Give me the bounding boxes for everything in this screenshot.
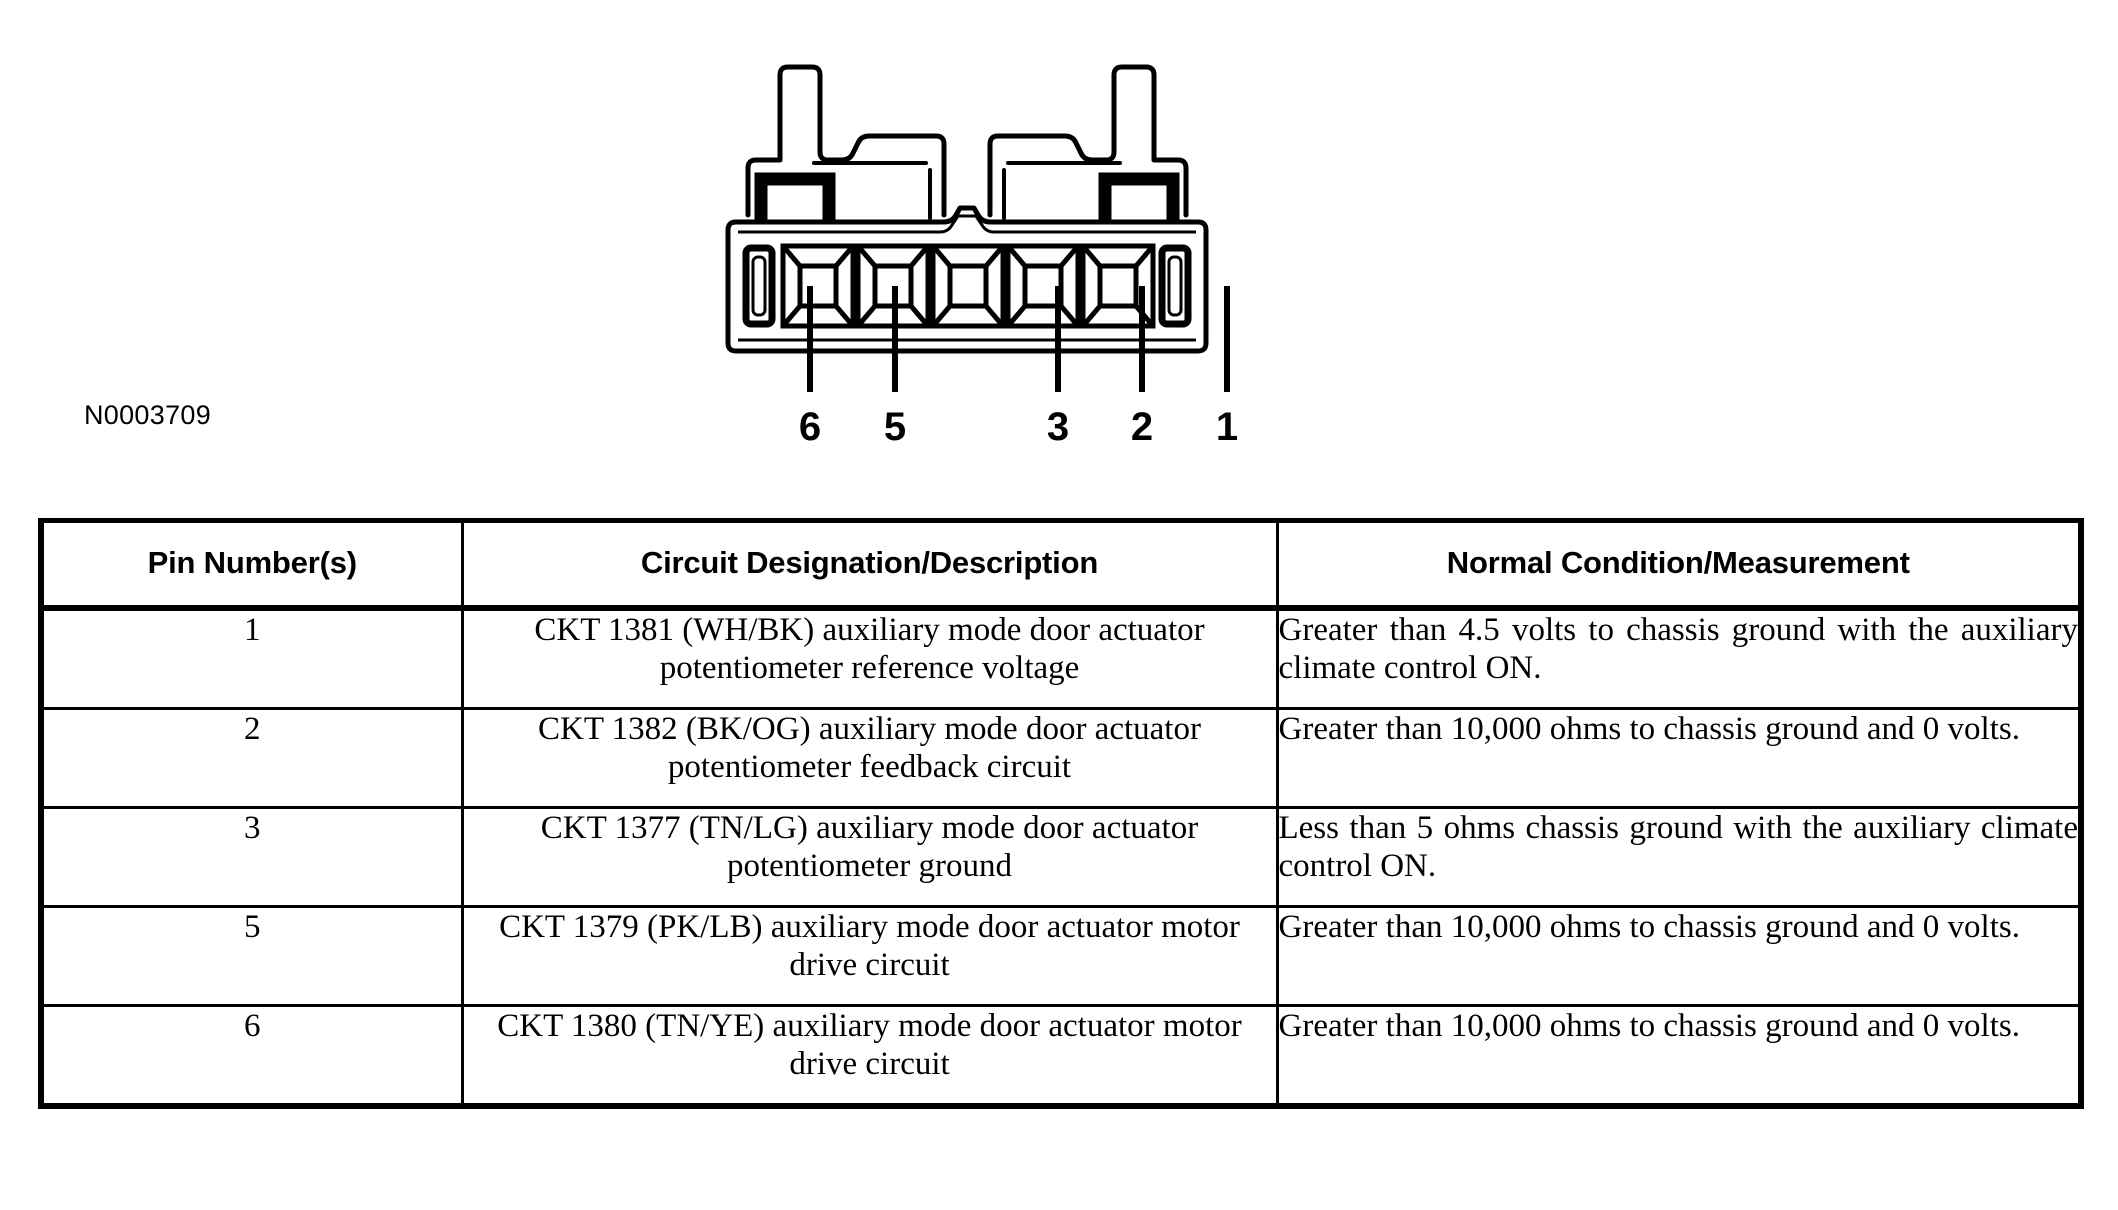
cell-pin-number: 1	[38, 606, 464, 710]
cell-pin-number: 6	[38, 1004, 464, 1109]
cell-pin-number: 2	[38, 707, 464, 809]
pin-callout-1: 1	[1216, 405, 1238, 449]
cell-circuit-description: CKT 1380 (TN/YE) auxiliary mode door act…	[460, 1004, 1279, 1109]
cell-circuit-description: CKT 1379 (PK/LB) auxiliary mode door act…	[460, 905, 1279, 1007]
column-header-measurement: Normal Condition/Measurement	[1275, 518, 2084, 611]
measurement-text: Less than 5 ohms chassis ground with the…	[1278, 810, 2079, 885]
cell-circuit-description: CKT 1381 (WH/BK) auxiliary mode door act…	[460, 606, 1279, 710]
pin-callout-5: 5	[884, 405, 906, 449]
measurement-text: Greater than 10,000 ohms to chassis grou…	[1278, 711, 2020, 747]
connector-cavity-4	[930, 243, 1006, 329]
cell-normal-measurement: Greater than 4.5 volts to chassis ground…	[1275, 606, 2084, 710]
pin-table-container: Pin Number(s) Circuit Designation/Descri…	[38, 518, 2084, 1109]
pin-callout-2: 2	[1131, 405, 1153, 449]
column-header-description: Circuit Designation/Description	[460, 518, 1279, 611]
table-header-row: Pin Number(s) Circuit Designation/Descri…	[38, 518, 2084, 611]
side-slot-right	[1158, 244, 1192, 328]
pin-callout-3: 3	[1047, 405, 1069, 449]
table-header: Pin Number(s) Circuit Designation/Descri…	[38, 518, 2084, 611]
cell-circuit-description: CKT 1382 (BK/OG) auxiliary mode door act…	[460, 707, 1279, 809]
cell-pin-number: 3	[38, 806, 464, 908]
measurement-text: Greater than 10,000 ohms to chassis grou…	[1278, 909, 2020, 945]
cell-circuit-description: CKT 1377 (TN/LG) auxiliary mode door act…	[460, 806, 1279, 908]
connector-body-inner-line	[738, 214, 1196, 234]
measurement-text: Greater than 10,000 ohms to chassis grou…	[1278, 1008, 2020, 1044]
measurement-text: Greater than 4.5 volts to chassis ground…	[1278, 612, 2079, 687]
connector-diagram: 6 5 3 2 1	[725, 64, 1238, 449]
cell-pin-number: 5	[38, 905, 464, 1007]
locking-tab-right	[987, 64, 1189, 220]
pin-callout-6: 6	[799, 405, 821, 449]
locking-tab-left	[745, 64, 947, 220]
cell-normal-measurement: Greater than 10,000 ohms to chassis grou…	[1275, 1004, 2084, 1109]
pin-connector-table: Pin Number(s) Circuit Designation/Descri…	[38, 518, 2084, 1109]
pin-callout-labels: 6 5 3 2 1	[799, 405, 1238, 449]
figure-id-label: N0003709	[84, 400, 212, 430]
side-slot-left	[742, 244, 776, 328]
connector-figure: 6 5 3 2 1 N0003709	[0, 0, 2118, 500]
connector-cavity-6	[780, 243, 856, 329]
connector-cavity-2	[1080, 243, 1156, 329]
cell-normal-measurement: Greater than 10,000 ohms to chassis grou…	[1275, 707, 2084, 809]
column-header-pin-number: Pin Number(s)	[38, 518, 464, 611]
pin-leader-lines	[807, 286, 1230, 392]
cell-normal-measurement: Less than 5 ohms chassis ground with the…	[1275, 806, 2084, 908]
cell-normal-measurement: Greater than 10,000 ohms to chassis grou…	[1275, 905, 2084, 1007]
